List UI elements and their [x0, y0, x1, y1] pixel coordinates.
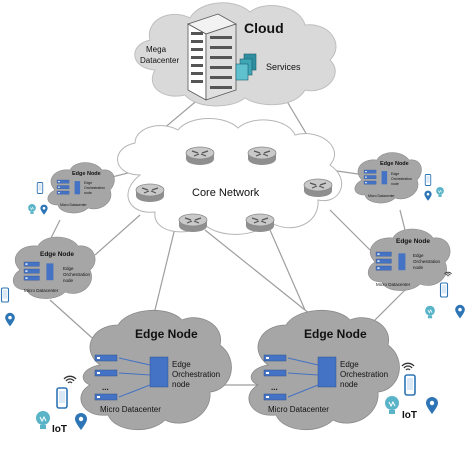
- micro-dc-label: Micro Datacenter: [24, 288, 59, 293]
- cloud-group: Cloud Mega Datacenter Services: [134, 2, 337, 107]
- phone-icon: [439, 282, 449, 298]
- orch-line1: Edge: [413, 253, 424, 258]
- services-label: Services: [266, 62, 301, 72]
- micro-dc-label: Micro Datacenter: [376, 282, 411, 287]
- iot-large-right: IoT: [384, 362, 438, 421]
- edge-node-medium-right: Edge Node Edge Orchestration node Micro …: [368, 228, 451, 291]
- edge-node-small-top-right: Edge Node Edge Orchestration node Micro …: [354, 152, 422, 204]
- micro-dc-label: Micro Datacenter: [368, 194, 395, 198]
- iot-medium-left: [0, 287, 15, 327]
- orch-line2: Orchestration: [63, 272, 91, 277]
- orch-line1: Edge: [63, 266, 74, 271]
- location-pin-icon: [5, 312, 15, 327]
- edge-node-label: Edge Node: [380, 161, 409, 167]
- core-network-label: Core Network: [192, 187, 260, 199]
- cloud-title: Cloud: [244, 20, 284, 36]
- router-icon: [245, 213, 275, 233]
- server-rack-icon: [187, 13, 237, 101]
- orchestration-server: [149, 356, 169, 388]
- orch-line2: Orchestration: [172, 370, 220, 379]
- iot-large-left: IoT: [35, 375, 87, 435]
- edge-node-label: Edge Node: [304, 327, 367, 341]
- mega-label-line1: Mega: [146, 45, 167, 54]
- core-network-group: Core Network: [117, 118, 343, 235]
- router-icon: [303, 178, 333, 198]
- edge-node-label: Edge Node: [396, 238, 430, 245]
- bulb-icon: [27, 203, 37, 215]
- location-pin-icon: [426, 397, 438, 414]
- phone-icon: [404, 374, 416, 396]
- location-pin-icon: [424, 190, 432, 201]
- orch-line1: Edge: [391, 172, 399, 176]
- phone-icon: [0, 287, 10, 303]
- bulb-icon: [424, 305, 436, 319]
- phone-icon: [424, 174, 432, 186]
- orch-line3: node: [340, 380, 358, 389]
- orch-line1: Edge: [84, 181, 92, 185]
- location-pin-icon: [40, 204, 48, 215]
- router-icon: [247, 146, 277, 166]
- iot-small-top-right: [424, 174, 445, 201]
- iot-small-top-left: [27, 182, 48, 215]
- ellipsis: ...: [102, 383, 109, 392]
- orch-line2: Orchestration: [391, 177, 412, 181]
- location-pin-icon: [75, 413, 87, 430]
- bulb-icon: [384, 395, 400, 415]
- orch-line2: Orchestration: [340, 370, 388, 379]
- orch-line3: node: [391, 182, 399, 186]
- bulb-icon: [435, 186, 445, 198]
- services-icon: [235, 53, 257, 81]
- orch-line1: Edge: [172, 360, 191, 369]
- micro-dc-label: Micro Datacenter: [100, 405, 161, 414]
- micro-dc-label: Micro Datacenter: [268, 405, 329, 414]
- orch-line2: Orchestration: [84, 186, 105, 190]
- orch-line2: Orchestration: [413, 259, 441, 264]
- edge-node-label: Edge Node: [40, 251, 74, 258]
- router-icon: [185, 146, 215, 166]
- orch-line3: node: [172, 380, 190, 389]
- router-icon: [178, 213, 208, 233]
- wifi-icon: [63, 375, 77, 384]
- orchestration-server: [317, 356, 337, 388]
- mega-label-line2: Datacenter: [140, 56, 179, 65]
- iot-label: IoT: [402, 410, 417, 421]
- phone-icon: [56, 387, 68, 409]
- core-network-cloud: [117, 118, 343, 235]
- router-icon: [135, 183, 165, 203]
- edge-node-label: Edge Node: [135, 327, 198, 341]
- orch-line3: node: [63, 278, 74, 283]
- micro-dc-label: Micro Datacenter: [60, 203, 87, 207]
- edge-node-small-top-left: Edge Node Edge Orchestration node Micro …: [47, 162, 115, 214]
- ellipsis: ...: [271, 383, 278, 392]
- orch-line3: node: [413, 265, 424, 270]
- location-pin-icon: [455, 304, 465, 319]
- orch-line3: node: [84, 191, 92, 195]
- edge-node-medium-left: Edge Node Edge Orchestration node Micro …: [13, 236, 96, 299]
- edge-node-large-left: Edge Node ... Edge Orchestration node Mi…: [80, 309, 232, 431]
- edge-node-large-right: Edge Node ... Edge Orchestration node Mi…: [248, 309, 400, 431]
- phone-icon: [36, 182, 44, 194]
- orch-line1: Edge: [340, 360, 359, 369]
- bulb-icon: [35, 410, 51, 430]
- wifi-icon: [401, 362, 415, 371]
- edge-node-label: Edge Node: [72, 171, 101, 177]
- iot-label: IoT: [52, 424, 67, 435]
